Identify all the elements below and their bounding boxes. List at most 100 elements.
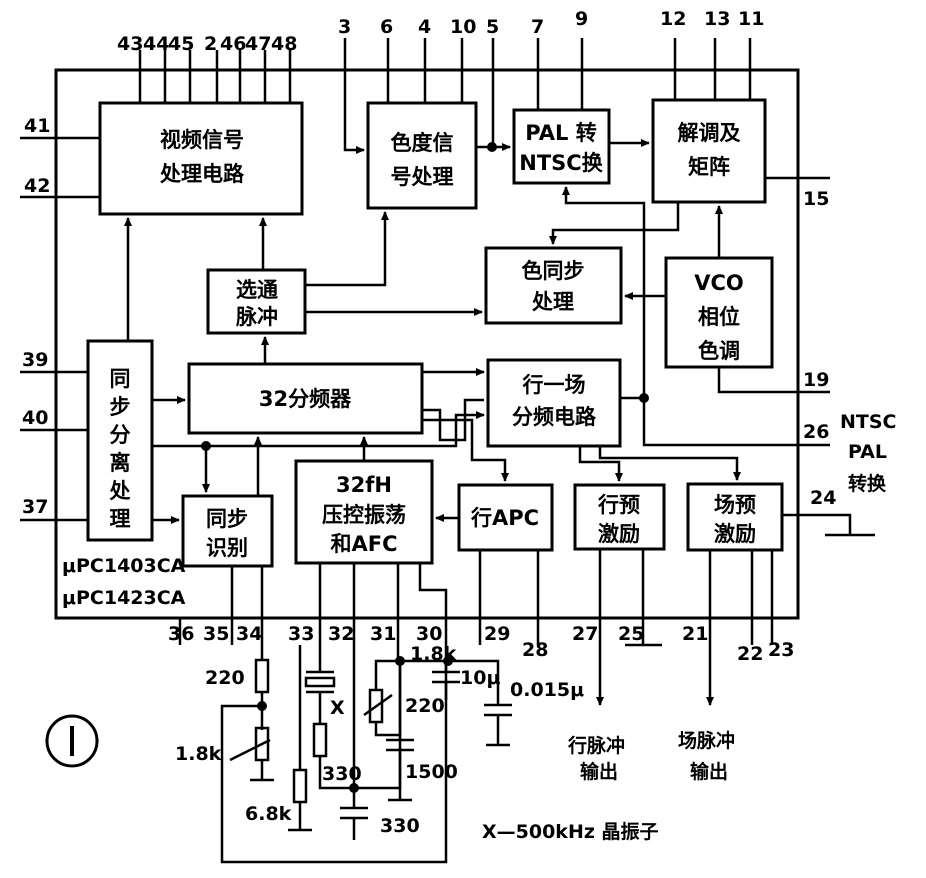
chip-label-2: μPC1423CA [62,587,186,609]
h-pre-l1: 行预 [597,493,640,517]
pal-label: PAL [848,441,887,463]
r330-mid [312,722,328,758]
vco32-l3: 和AFC [330,532,397,556]
r68k [292,768,308,804]
wire-syncsep-syncid [152,444,210,493]
demod-l1: 解调及 [678,121,742,145]
v-pulse-l2: 输出 [690,760,728,783]
chroma-block [366,101,478,210]
v-pre-l1: 场预 [714,493,756,517]
pin-32: 32 [328,623,354,645]
pin-48: 48 [271,33,297,55]
hv-div-block [486,358,622,448]
v-pre-block [686,482,784,552]
pal-ntsc-l1: PAL 转 [525,121,596,145]
pin-7: 7 [531,16,544,38]
color-sync-l1: 色同步 [522,259,585,283]
pin-37: 37 [22,496,48,518]
r220-left [254,658,270,694]
pin-45: 45 [168,33,194,55]
pin-34: 34 [236,623,262,645]
pin-10: 10 [450,16,476,38]
vco-l3: 色调 [698,339,740,363]
figure-circle [45,714,99,768]
gate-l1: 选通 [236,278,278,302]
pin-2: 2 [204,33,217,55]
pin-35: 35 [203,623,229,645]
demod-block [651,98,767,204]
sync-sep-c1: 同 [110,367,131,391]
pin-27: 27 [572,623,598,645]
wire-gate-chroma [305,211,389,287]
pin-36: 36 [168,623,194,645]
sync-sep-c6: 理 [110,507,131,531]
wire-node-pal [562,186,646,398]
sync-sep-c4: 离 [110,451,131,475]
r220-right-label: 220 [405,695,445,717]
r68k-label: 6.8k [245,803,292,825]
wire-node-ntsc [642,398,798,447]
sync-id-l2: 识别 [206,536,248,560]
c1500-label: 1500 [405,761,458,783]
h-pulse-l2: 输出 [580,760,618,783]
h-pre-l2: 激励 [598,522,640,546]
sync-sep-c5: 处 [109,479,131,503]
r18k-right-label: 1.8k [410,643,457,665]
pin-39: 39 [22,349,48,371]
demod-l2: 矩阵 [688,155,730,179]
pin-44: 44 [143,33,169,55]
h-apc-l1: 行APC [470,506,539,530]
pin-47: 47 [245,33,271,55]
chroma-block-l2: 号处理 [391,165,454,189]
pal-ntsc-block [512,108,611,185]
crystal-x [304,676,336,688]
gate-l2: 脉冲 [235,305,278,329]
h-pulse-l1: 行脉冲 [567,734,625,757]
pin-26: 26 [803,421,829,443]
pin-29: 29 [484,623,510,645]
wire-node-hv [206,411,485,448]
color-sync-block [484,246,623,325]
c330-label: 330 [380,815,420,837]
pin-40: 40 [22,407,48,429]
v-pre-l2: 激励 [714,522,756,546]
video-block-l2: 处理电路 [159,162,245,186]
wire-hv-hpre [578,446,623,482]
pin-33: 33 [288,623,314,645]
pin-43: 43 [117,33,143,55]
pin-3: 3 [338,16,351,38]
ntsc-label: NTSC [840,411,897,433]
pin-11: 11 [738,8,764,30]
pin-41: 41 [24,115,50,137]
vco-l1: VCO [694,271,744,295]
vco-l2: 相位 [698,305,740,329]
chip-label-1: μPC1403CA [62,555,186,577]
hv-div-l1: 行一场 [522,373,586,397]
x-label: X [330,697,345,719]
pin-13: 13 [704,8,730,30]
sync-sep-block [86,339,154,542]
pin-22: 22 [737,643,763,665]
wire-vco-19 [717,367,798,394]
gate-block [206,268,307,335]
pin-19: 19 [803,369,829,391]
node-syncsep [201,441,211,451]
sync-id-l1: 同步 [206,507,248,531]
convert-label: 转换 [848,472,887,495]
chroma-block-l1: 色度信 [391,131,454,155]
c10u-label: 10μ [460,667,500,689]
node-hv [639,393,649,403]
pin-30: 30 [416,623,442,645]
pin-9: 9 [575,8,588,30]
pin-23: 23 [768,639,794,661]
pin-15: 15 [803,188,829,210]
pal-ntsc-l2: NTSC换 [519,151,603,175]
color-sync-l2: 处理 [531,290,574,314]
r18k-left-label: 1.8k [175,743,222,765]
wire-hv-vpre [598,446,741,481]
vco32-l1: 32fH [336,473,392,497]
pin-12: 12 [660,8,686,30]
wire-div32-apc2 [422,418,509,482]
c0015-label: 0.015μ [510,679,584,701]
